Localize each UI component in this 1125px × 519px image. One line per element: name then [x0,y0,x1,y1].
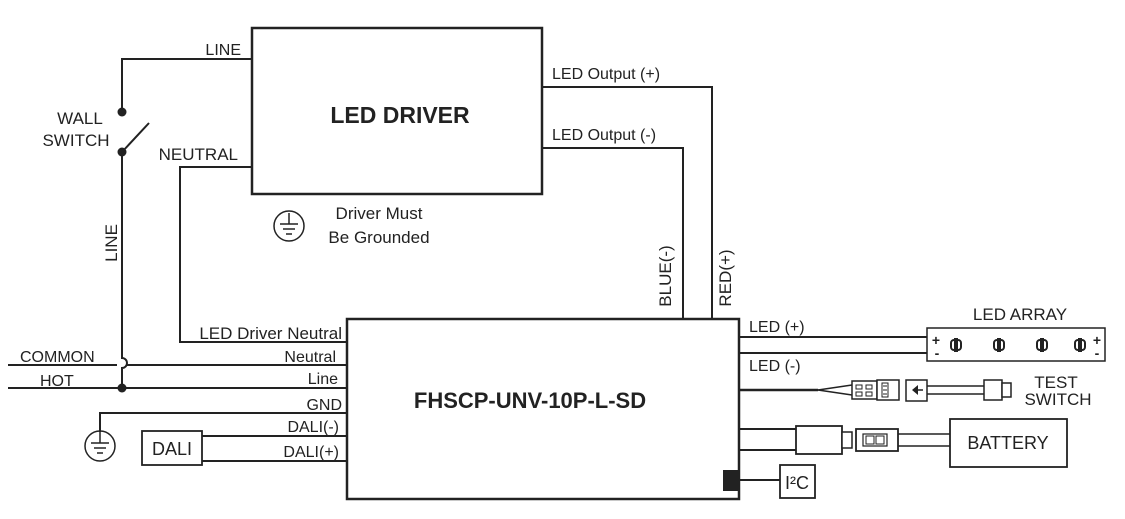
hot-junction-dot [117,383,127,393]
battery-box [949,418,1068,468]
main-unit-box [345,317,741,501]
led-diode-icon [1036,338,1048,352]
battery-connector [795,425,899,455]
wall-switch-label-line1: WALL [57,109,103,128]
common-label: COMMON [20,349,95,366]
led-diode-icon [1074,338,1086,352]
led-array-minus-left: - [935,345,940,361]
led-array-plus-left: + [932,332,940,348]
led-driver-neutral-terminal: LED Driver Neutral [199,324,342,343]
led-output-neg-wire [542,147,684,318]
led-diode-icon [993,338,1005,352]
ground-note-line1: Driver Must [336,204,423,223]
gnd-wire [99,412,347,432]
hot-label: HOT [40,373,74,390]
dali-box [141,430,203,466]
led-driver-box [250,26,544,196]
i2c-box [779,464,816,499]
led-pos-terminal: LED (+) [749,319,805,336]
led-output-pos-label: LED Output (+) [552,66,660,83]
test-switch-label-line2: SWITCH [1024,390,1091,409]
test-switch-label-line1: TEST [1034,373,1077,392]
test-switch-lead-bottom [817,389,853,396]
dali-neg-terminal: DALI(-) [287,419,339,436]
test-switch-lead-top [817,384,853,391]
driver-ground-icon [273,210,305,242]
test-switch-plug [905,379,928,402]
vertical-line-wire [121,152,128,387]
led-neg-terminal: LED (-) [749,358,801,375]
main-unit-title: FHSCP-UNV-10P-L-SD [414,388,646,413]
i2c-port [723,470,738,491]
vertical-line-label: LINE [102,224,121,262]
led-array-label: LED ARRAY [973,305,1067,324]
line-label: LINE [205,42,241,59]
switch-top-contact [117,107,127,117]
led-array-minus-right: - [1095,345,1100,361]
wall-switch-label-line2: SWITCH [42,131,109,150]
line-wire [121,58,252,112]
dali-pos-terminal: DALI(+) [283,444,339,461]
gnd-ground-icon [84,430,116,462]
neutral-terminal: Neutral [284,349,336,366]
gnd-terminal: GND [306,397,342,414]
led-output-pos-wire [542,86,713,318]
led-output-neg-label: LED Output (-) [552,127,656,144]
neutral-label: NEUTRAL [159,145,238,164]
red-pos-label: RED(+) [716,249,735,306]
blue-neg-label: BLUE(-) [656,245,675,306]
led-array: + - + - [926,327,1106,362]
dali-box-label: DALI [152,439,192,459]
led-array-plus-right: + [1093,332,1101,348]
battery-label: BATTERY [967,433,1048,453]
wall-switch-lever[interactable] [121,122,150,153]
line-terminal: Line [308,371,338,388]
i2c-label: I²C [785,473,809,493]
test-switch-button[interactable] [983,379,1012,401]
neutral-wire [179,166,347,343]
test-switch-connector [851,379,900,401]
led-diode-icon [950,338,962,352]
ground-note-line2: Be Grounded [328,228,429,247]
led-driver-title: LED DRIVER [330,102,470,128]
